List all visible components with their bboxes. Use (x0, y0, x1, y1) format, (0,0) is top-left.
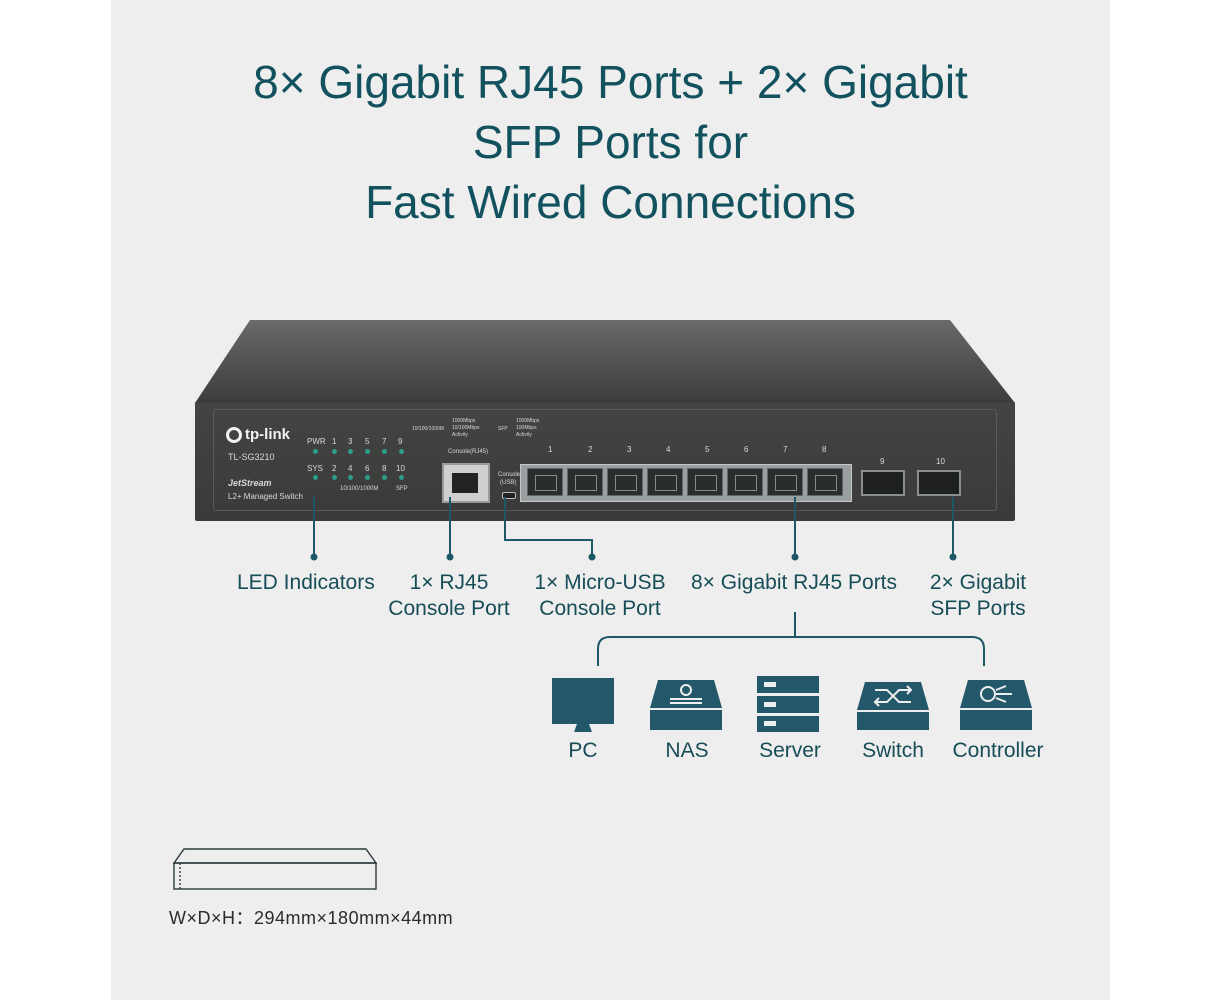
sfp-num-10: 10 (936, 457, 945, 466)
led-port (399, 449, 404, 454)
switch-icon (857, 682, 929, 730)
led-pwr-label: PWR (307, 437, 326, 446)
rj45-port (727, 468, 763, 496)
controller-icon (960, 680, 1032, 730)
led-port (382, 475, 387, 480)
sfp-port-group (857, 464, 963, 500)
port-num-2: 2 (588, 445, 593, 454)
led-pwr (313, 449, 318, 454)
page-title: 8× Gigabit RJ45 Ports + 2× Gigabit SFP P… (111, 52, 1110, 232)
series-label: JetStream (228, 478, 272, 488)
sfp-port (917, 470, 961, 496)
switch-device: tp-link TL-SG3210 JetStream L2+ Managed … (190, 318, 1020, 528)
sfp-num-9: 9 (880, 457, 885, 466)
led-port (382, 449, 387, 454)
device-label-pc: PC (568, 739, 598, 762)
port-num-8: 8 (822, 445, 827, 454)
console-rj45-port (442, 463, 490, 503)
led-sys (313, 475, 318, 480)
device-label-controller: Controller (952, 739, 1044, 762)
rj45-port (607, 468, 643, 496)
model-label: TL-SG3210 (228, 452, 275, 462)
led-num-8: 8 (382, 464, 387, 473)
nas-icon (650, 680, 722, 730)
rj45-port (767, 468, 803, 496)
led-num-6: 6 (365, 464, 370, 473)
device-label-server: Server (759, 739, 821, 762)
title-line-3: Fast Wired Connections (365, 176, 856, 228)
legend-sfp-activity: Activity (516, 432, 532, 438)
rj45-port (647, 468, 683, 496)
console-usb-label-2: (USB) (500, 480, 517, 486)
legend-rj45-10100: 10/100Mbps (452, 425, 480, 431)
callout-led-indicators: LED Indicators (237, 571, 375, 594)
led-port (399, 475, 404, 480)
led-port (348, 475, 353, 480)
port-num-5: 5 (705, 445, 710, 454)
rj45-port (527, 468, 563, 496)
rj45-port (687, 468, 723, 496)
dimensions-box-icon (172, 848, 378, 890)
console-rj45-label: Console(RJ45) (448, 449, 489, 455)
led-num-1: 1 (332, 437, 337, 446)
led-num-10: 10 (396, 464, 405, 473)
led-port (365, 475, 370, 480)
led-sys-label: SYS (307, 464, 324, 473)
led-port (332, 475, 337, 480)
led-port (348, 449, 353, 454)
title-line-1: 8× Gigabit RJ45 Ports + 2× Gigabit (253, 56, 968, 108)
server-icon (757, 676, 819, 732)
port-num-7: 7 (783, 445, 788, 454)
port-num-6: 6 (744, 445, 749, 454)
port-num-4: 4 (666, 445, 671, 454)
legend-rj45-activity: Activity (452, 432, 468, 438)
port-num-3: 3 (627, 445, 632, 454)
sfp-port (861, 470, 905, 496)
legend-sfp-100: 100Mbps (516, 425, 537, 431)
led-port (365, 449, 370, 454)
rj45-port (807, 468, 843, 496)
legend-rj45-prefix: 10/100/1000M (412, 426, 444, 432)
console-usb-port (502, 492, 516, 499)
led-speed-label: 10/100/1000M (340, 486, 379, 492)
tplink-logo-icon (226, 427, 242, 444)
legend-sfp-prefix: SFP (498, 426, 508, 432)
led-num-7: 7 (382, 437, 387, 446)
legend-sfp-1000: 1000Mbps (516, 418, 540, 424)
pc-icon (552, 678, 614, 732)
led-num-2: 2 (332, 464, 337, 473)
legend-rj45-1000: 1000Mbps (452, 418, 476, 424)
dimensions-text: W×D×H：294mm×180mm×44mm (169, 908, 454, 928)
led-num-5: 5 (365, 437, 370, 446)
port-num-1: 1 (548, 445, 553, 454)
led-num-4: 4 (348, 464, 353, 473)
led-port (332, 449, 337, 454)
led-sfp-label: SFP (396, 486, 408, 492)
subtitle-label: L2+ Managed Switch (228, 492, 303, 501)
device-label-nas: NAS (665, 739, 709, 762)
led-num-9: 9 (398, 437, 403, 446)
device-label-switch: Switch (862, 739, 924, 762)
console-usb-label-1: Console (498, 472, 521, 478)
callout-gigabit-ports: 8× Gigabit RJ45 Ports (691, 571, 898, 594)
brand-logo: tp-link (226, 426, 290, 444)
rj45-port-group (520, 464, 852, 502)
title-line-2: SFP Ports for (472, 116, 749, 168)
rj45-port (567, 468, 603, 496)
led-num-3: 3 (348, 437, 353, 446)
